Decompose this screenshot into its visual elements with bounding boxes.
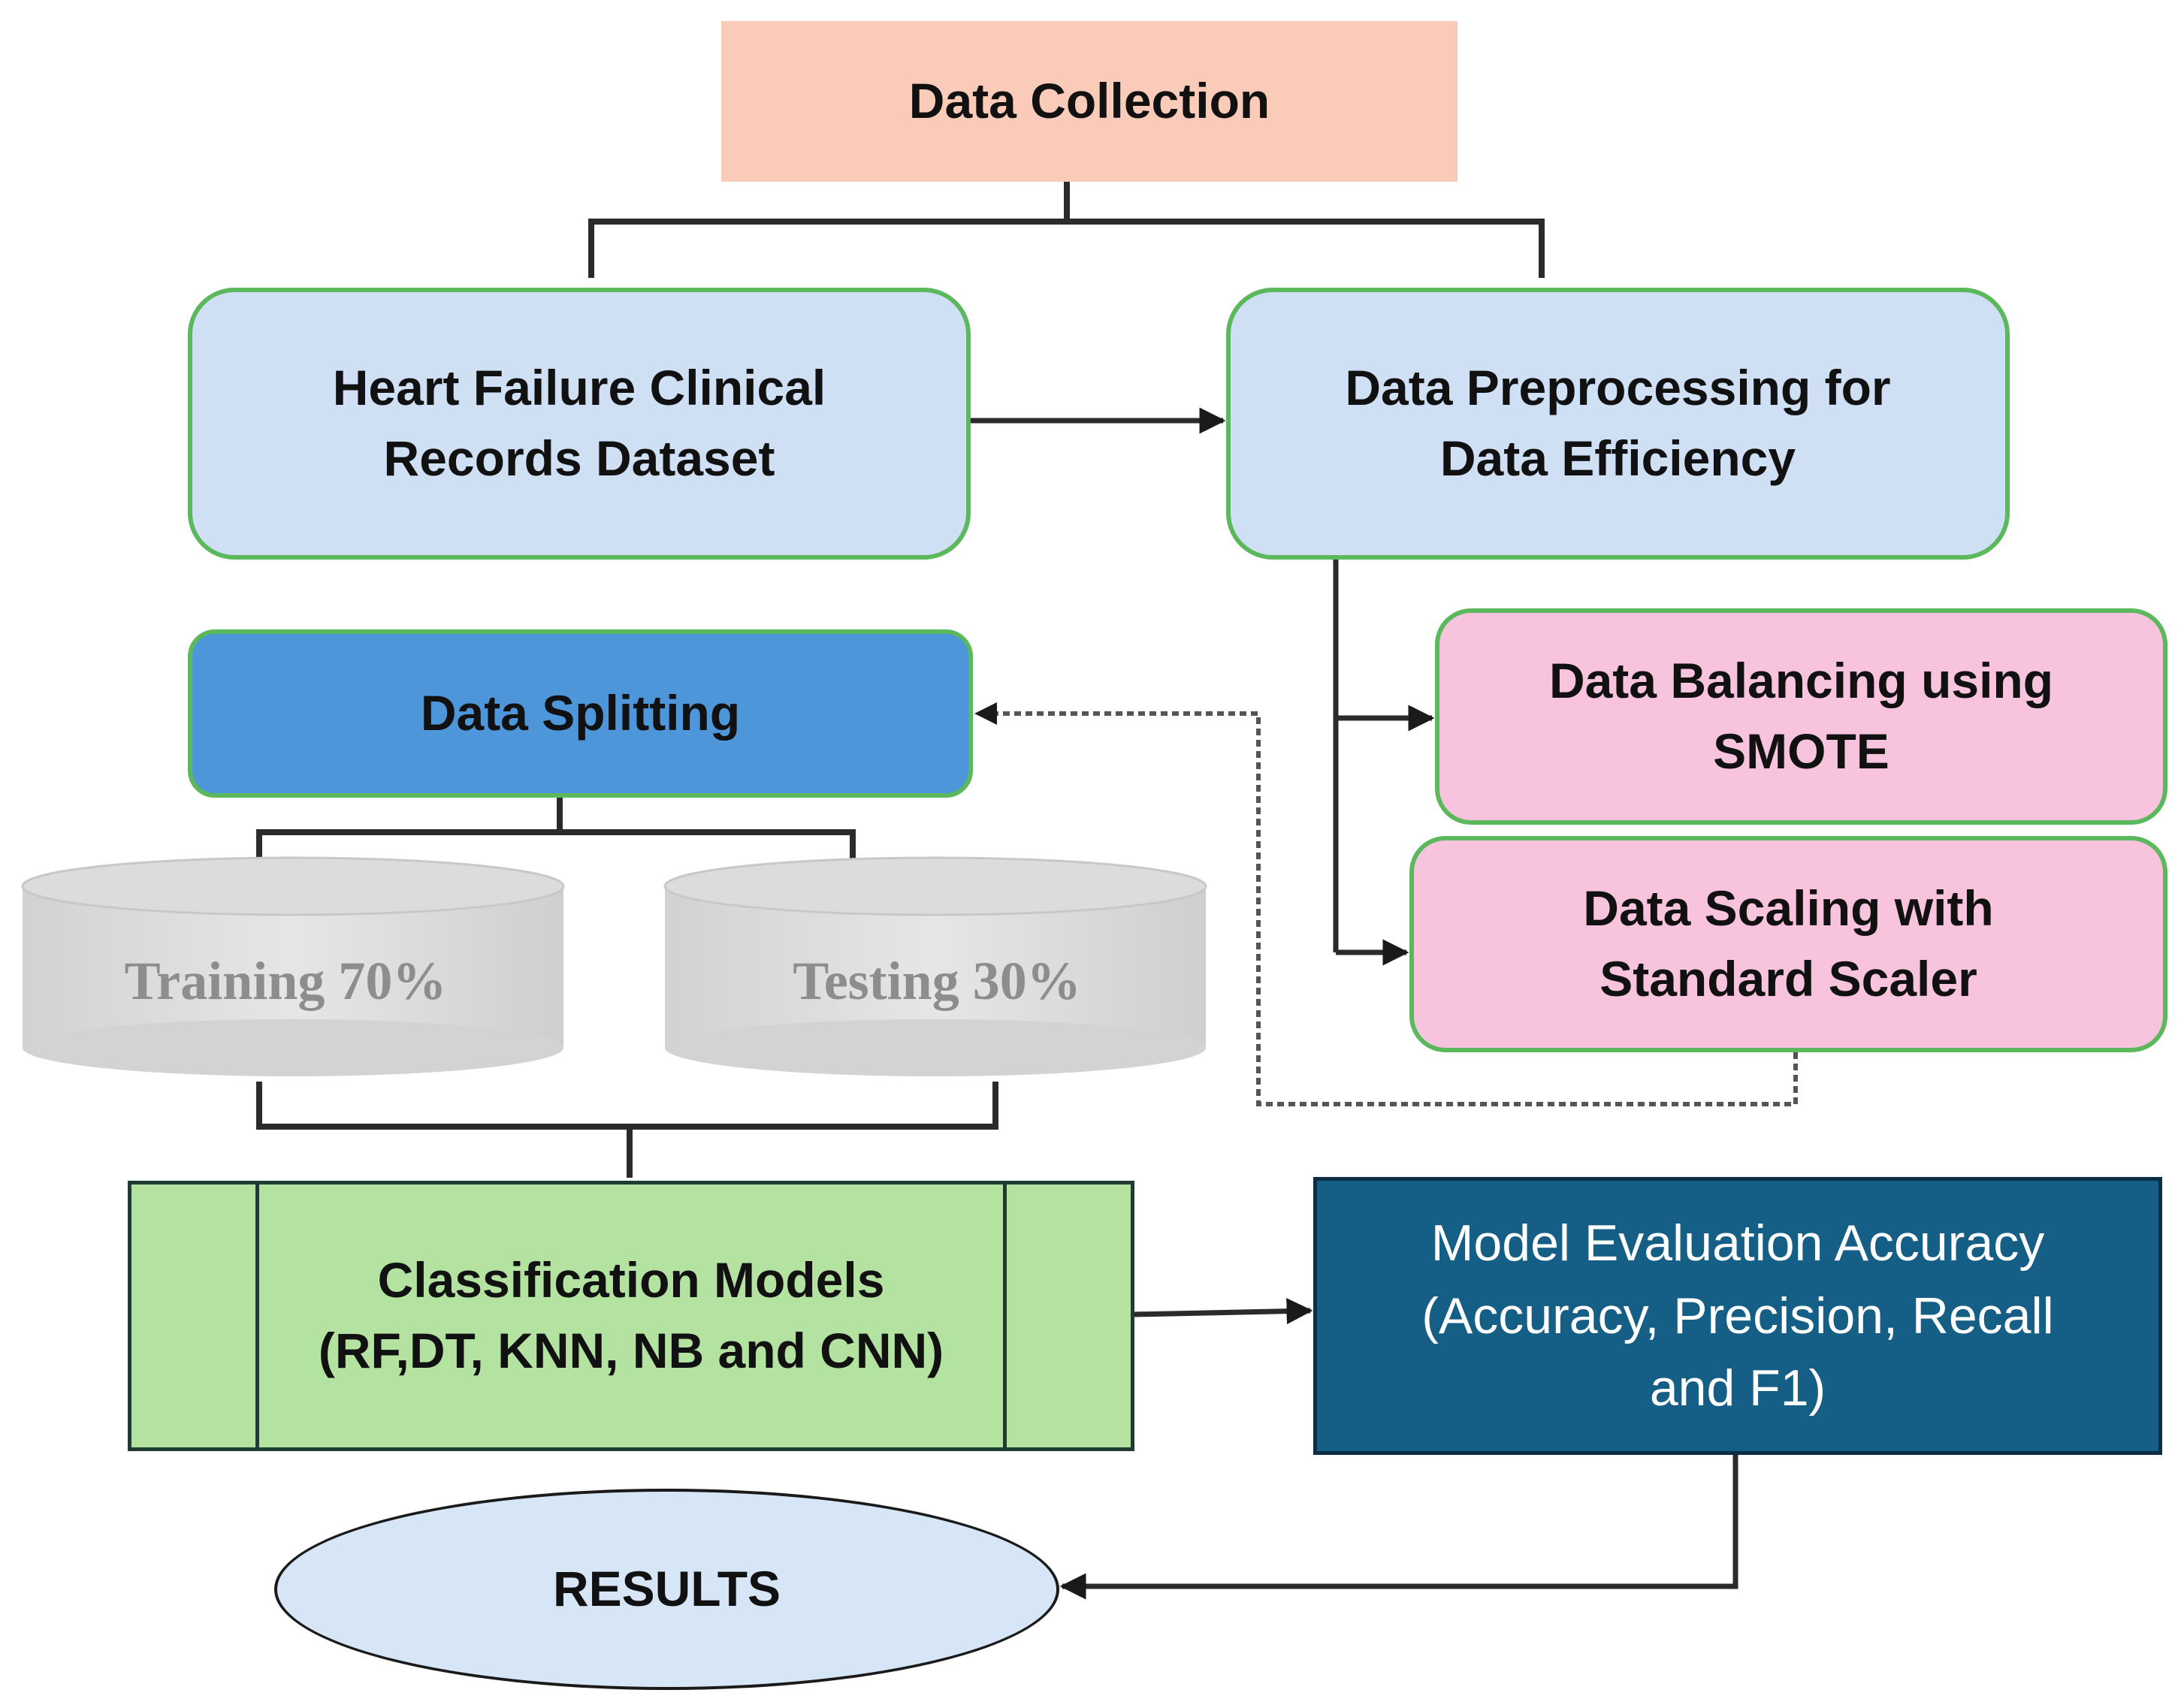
node-dataset-label: Heart Failure Clinical Records Dataset xyxy=(332,360,826,486)
classification-right-divider xyxy=(1003,1184,1007,1447)
node-data-splitting-label: Data Splitting xyxy=(420,685,741,741)
node-smote: Data Balancing using SMOTE xyxy=(1435,608,2167,825)
node-evaluation: Model Evaluation Accuracy (Accuracy, Pre… xyxy=(1313,1177,2162,1455)
edge-cylinders-bracket xyxy=(256,1082,998,1178)
node-results: RESULTS xyxy=(274,1489,1059,1690)
classification-left-divider xyxy=(255,1184,259,1447)
node-data-splitting: Data Splitting xyxy=(188,629,973,798)
training-cylinder xyxy=(21,856,565,1076)
edge-splitting-bracket xyxy=(256,798,856,871)
training-label: Training 70% xyxy=(124,951,447,1011)
node-results-label: RESULTS xyxy=(552,1561,781,1617)
node-classification-label: Classification Models (RF,DT, KNN, NB an… xyxy=(318,1252,944,1378)
edge-scaling-to-splitting xyxy=(974,702,1798,1106)
edge-classification-to-evaluation xyxy=(1134,1298,1313,1325)
node-preprocessing: Data Preprocessing for Data Efficiency xyxy=(1226,288,2010,560)
node-preprocessing-label: Data Preprocessing for Data Efficiency xyxy=(1345,360,1891,486)
node-scaling: Data Scaling with Standard Scaler xyxy=(1409,836,2167,1052)
edge-evaluation-to-results xyxy=(1059,1455,1738,1600)
node-dataset: Heart Failure Clinical Records Dataset xyxy=(188,288,971,560)
node-evaluation-label: Model Evaluation Accuracy (Accuracy, Pre… xyxy=(1421,1215,2054,1417)
testing-cylinder xyxy=(663,856,1207,1076)
node-smote-label: Data Balancing using SMOTE xyxy=(1548,653,2054,779)
testing-label: Testing 30% xyxy=(793,951,1081,1011)
node-scaling-label: Data Scaling with Standard Scaler xyxy=(1583,880,1994,1006)
node-data-collection-label: Data Collection xyxy=(908,73,1270,129)
edge-collection-bracket xyxy=(588,182,1545,278)
node-classification: Classification Models (RF,DT, KNN, NB an… xyxy=(128,1181,1134,1451)
node-data-collection: Data Collection xyxy=(721,21,1458,182)
